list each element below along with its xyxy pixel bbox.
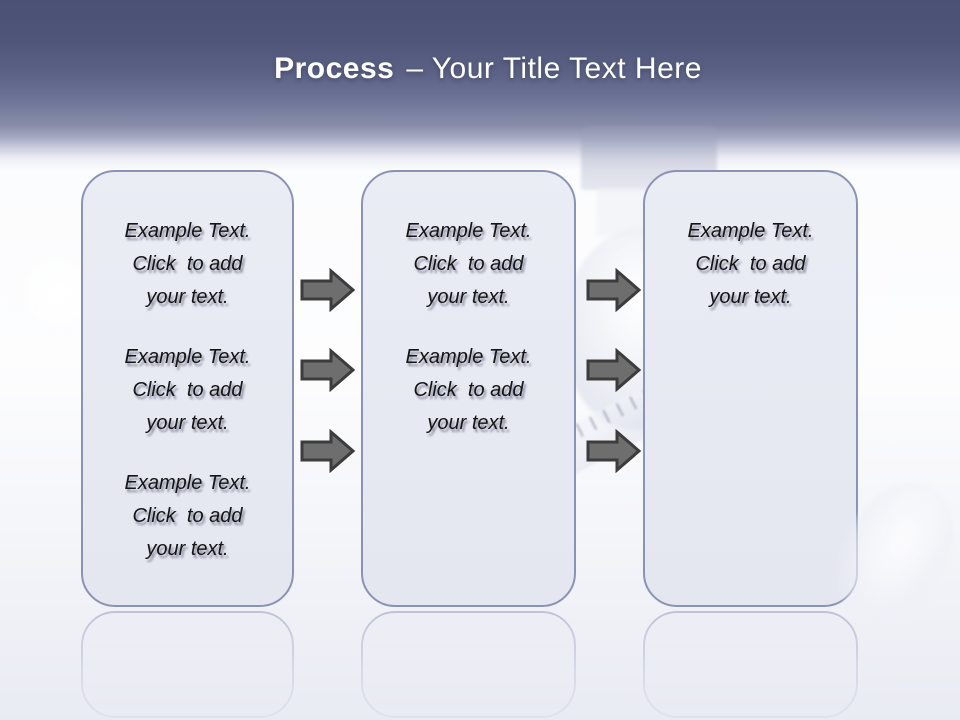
box-reflection xyxy=(361,611,576,718)
right-arrow-icon xyxy=(300,268,356,312)
placeholder-text[interactable]: Example Text. Click to add your text. xyxy=(124,220,251,308)
right-arrow-icon xyxy=(586,429,642,473)
right-arrow-icon xyxy=(300,348,356,392)
placeholder-text[interactable]: Example Text. Click to add your text. xyxy=(405,346,532,434)
slide-title: Process – Your Title Text Here xyxy=(8,52,960,86)
process-box-1[interactable]: Example Text. Click to add your text. Ex… xyxy=(81,170,294,607)
title-keyword: Process xyxy=(274,52,395,85)
placeholder-text[interactable]: Example Text. Click to add your text. xyxy=(405,220,532,308)
process-box-2[interactable]: Example Text. Click to add your text. Ex… xyxy=(361,170,576,607)
placeholder-text[interactable]: Example Text. Click to add your text. xyxy=(687,220,814,308)
title-text: – Your Title Text Here xyxy=(406,52,702,85)
box-reflection xyxy=(643,611,858,718)
placeholder-text[interactable]: Example Text. Click to add your text. xyxy=(124,346,251,434)
right-arrow-icon xyxy=(300,429,356,473)
right-arrow-icon xyxy=(586,268,642,312)
placeholder-text[interactable]: Example Text. Click to add your text. xyxy=(124,472,251,560)
box-reflection xyxy=(81,611,294,718)
right-arrow-icon xyxy=(586,348,642,392)
process-box-3[interactable]: Example Text. Click to add your text. xyxy=(643,170,858,607)
